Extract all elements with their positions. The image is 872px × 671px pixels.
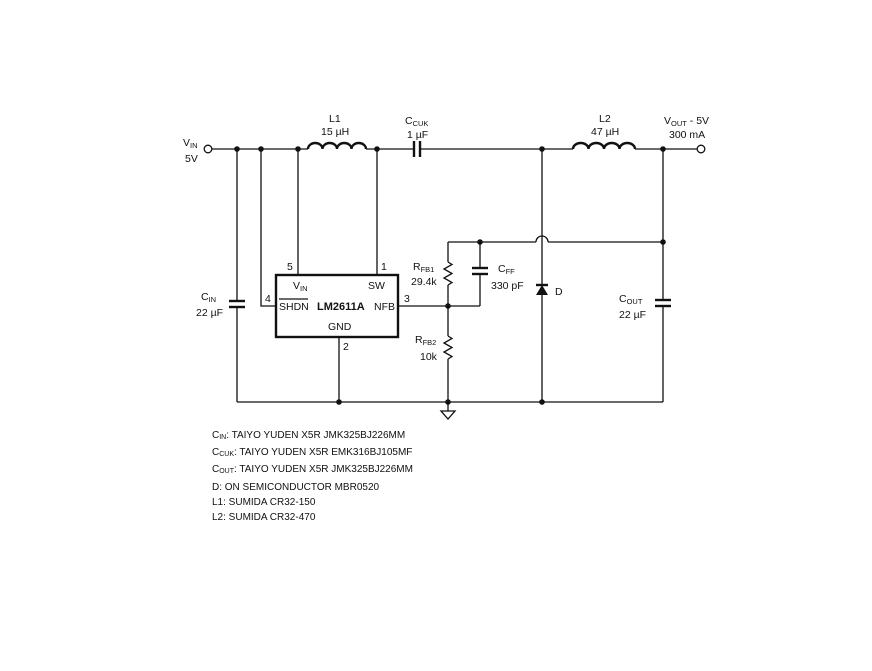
rfb2-value: 10k — [420, 351, 438, 363]
pin-number-2: 2 — [343, 341, 349, 353]
l2-inductor — [571, 141, 637, 150]
pin-number-3: 3 — [404, 293, 410, 305]
bom-row: COUT: TAIYO YUDEN X5R JMK325BJ226MM — [212, 464, 413, 476]
cout-value: 22 µF — [619, 309, 646, 321]
rfb2-label: RFB2 — [415, 334, 436, 347]
l1-inductor — [306, 141, 368, 150]
pin-nfb-label: NFB — [374, 301, 395, 313]
l2-value: 47 µH — [591, 126, 619, 138]
ccuk-capacitor — [412, 141, 422, 157]
pin-shdn-label: SHDN — [279, 301, 309, 313]
bom-row: L1: SUMIDA CR32-150 — [212, 496, 316, 508]
bom-row: D: ON SEMICONDUCTOR MBR0520 — [212, 481, 380, 493]
bom-row: CCUK: TAIYO YUDEN X5R EMK316BJ105MF — [212, 447, 413, 459]
vout-current: 300 mA — [669, 129, 705, 141]
ground-symbol — [439, 402, 457, 420]
ic-name: LM2611A — [317, 301, 365, 313]
pin-sw-label: SW — [368, 280, 385, 292]
cff-value: 330 pF — [491, 280, 524, 292]
pin-number-5: 5 — [287, 261, 293, 273]
cout-label: COUT — [619, 293, 643, 306]
cin-capacitor — [229, 149, 245, 402]
ccuk-label: CCUK — [405, 115, 428, 128]
ccuk-value: 1 µF — [407, 129, 428, 141]
rfb1-label: RFB1 — [413, 261, 434, 274]
cff-capacitor — [472, 242, 488, 306]
vin-terminal — [203, 144, 213, 154]
cff-label: CFF — [498, 263, 515, 276]
cin-label: CIN — [201, 291, 216, 304]
diode-d — [536, 149, 548, 402]
bom-row: CIN: TAIYO YUDEN X5R JMK325BJ226MM — [212, 430, 406, 441]
vout-terminal — [696, 144, 706, 154]
rfb2-resistor — [442, 306, 454, 402]
l2-name: L2 — [599, 113, 611, 125]
l1-name: L1 — [329, 113, 341, 125]
pin-number-4: 4 — [265, 293, 271, 305]
pin-gnd-label: GND — [328, 321, 352, 333]
pin-number-1: 1 — [381, 261, 387, 273]
diode-label: D — [555, 286, 563, 298]
vin-label: VIN — [183, 137, 198, 150]
cout-capacitor — [655, 149, 671, 402]
l1-value: 15 µH — [321, 126, 349, 138]
vout-label: VOUT - 5V — [664, 115, 709, 128]
rfb1-resistor — [442, 242, 454, 306]
lm2611a-ic — [274, 273, 400, 339]
pin-vin-label: VIN — [293, 280, 308, 293]
cin-value: 22 µF — [196, 307, 223, 319]
bill-of-materials: CIN: TAIYO YUDEN X5R JMK325BJ226MM CCUK:… — [212, 428, 413, 525]
rfb1-value: 29.4k — [411, 276, 437, 288]
bom-row: L2: SUMIDA CR32-470 — [212, 512, 316, 524]
vin-value: 5V — [185, 153, 198, 165]
